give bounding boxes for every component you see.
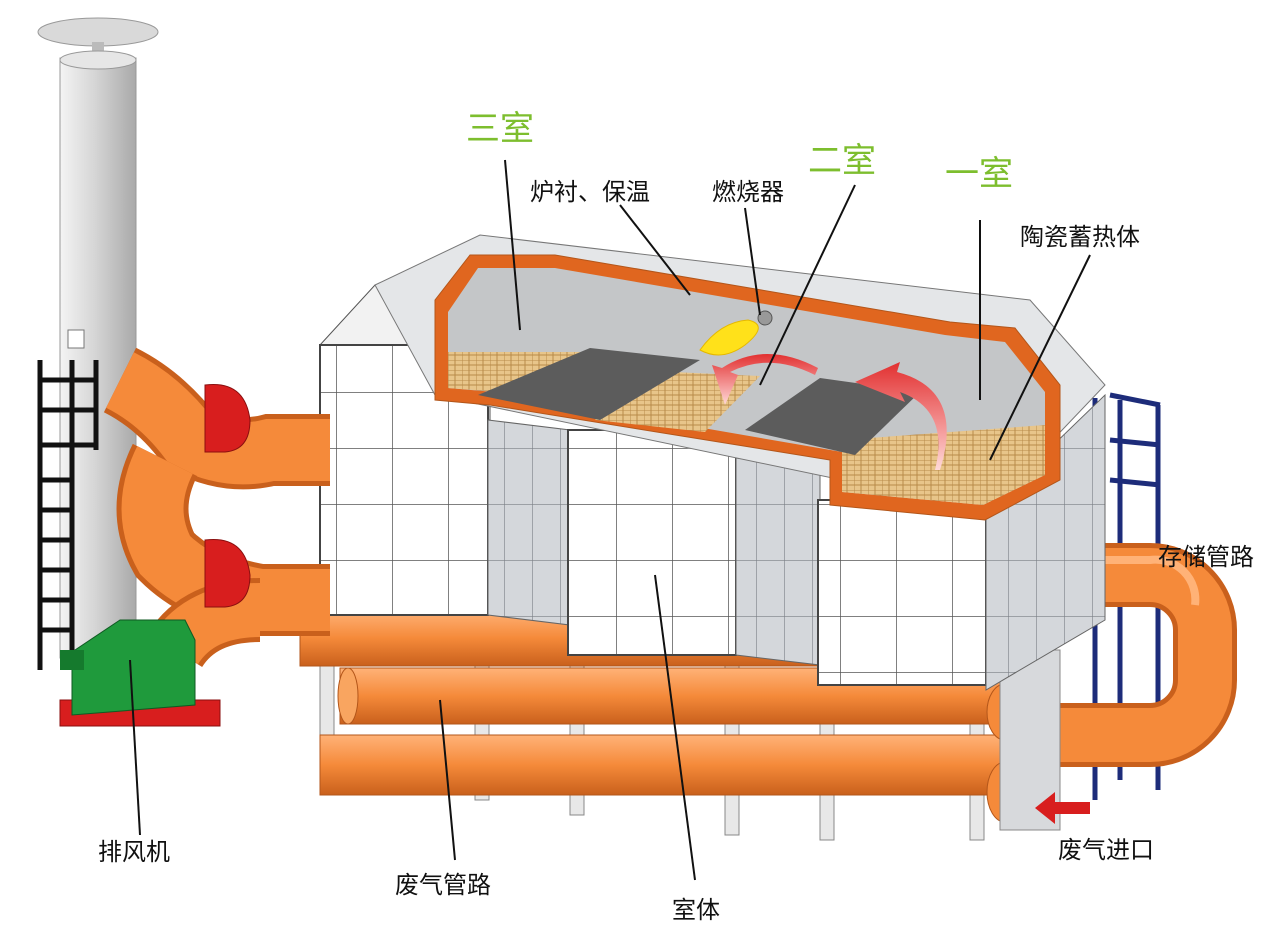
room-3-label: 三室 — [466, 109, 534, 149]
ceramic-regenerator-label: 陶瓷蓄热体 — [1020, 223, 1140, 251]
flow-arrow-down — [712, 354, 818, 405]
waste-gas-pipe-label: 废气管路 — [395, 871, 491, 899]
lining-insulation-label: 炉衬、保温 — [530, 178, 650, 206]
room-1-label: 一室 — [945, 154, 1013, 194]
flow-arrow-up — [855, 362, 947, 470]
burner-icon — [757, 310, 773, 326]
waste-gas-inlet-label: 废气进口 — [1058, 836, 1154, 864]
room-2-label: 二室 — [808, 141, 876, 181]
storage-pipe — [1040, 543, 1237, 767]
burner-label: 燃烧器 — [712, 178, 784, 206]
chamber-cutaway — [434, 254, 1061, 521]
exhaust-fan — [59, 383, 251, 727]
storage-pipe-label: 存储管路 — [1158, 543, 1254, 571]
inlet-arrow — [1035, 792, 1090, 824]
exhaust-fan-label: 排风机 — [98, 838, 170, 866]
leader-lines — [129, 159, 1091, 881]
chamber-body-label: 室体 — [672, 896, 720, 924]
ladder — [37, 360, 99, 670]
watermark: 知乎 @VOC在线监测系统 — [820, 861, 1164, 896]
flame-icon — [699, 319, 759, 356]
